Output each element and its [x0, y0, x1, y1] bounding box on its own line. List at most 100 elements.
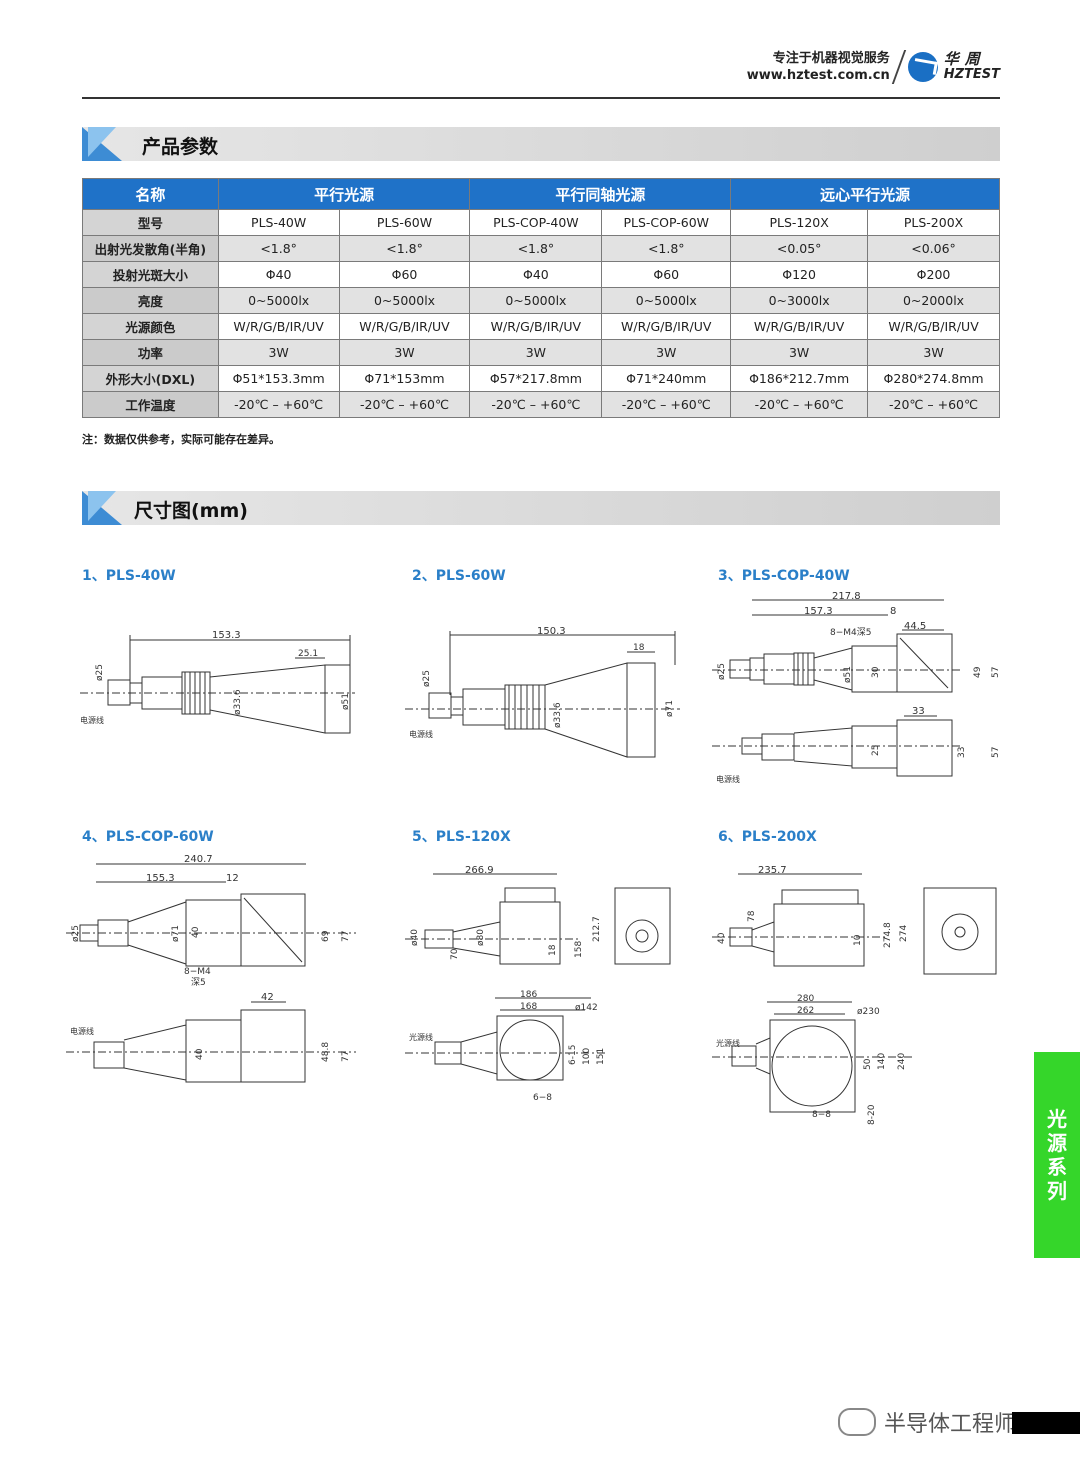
- table-cell: W/R/G/B/IR/UV: [217, 313, 340, 340]
- dim-label: 77: [341, 1051, 351, 1062]
- table-cell: Φ186*212.7mm: [730, 365, 869, 392]
- row-label: 投射光斑大小: [82, 261, 219, 288]
- drawing-title-1: 1、PLS-40W: [82, 568, 176, 584]
- table-cell: W/R/G/B/IR/UV: [338, 313, 471, 340]
- dim-label: ø71: [665, 700, 675, 717]
- header-url[interactable]: www.hztest.com.cn: [746, 68, 890, 83]
- drawing-pls-cop-40w: 217.8 157.3 8 44.5 8−M4深5 ø25 ø51 30 49 …: [712, 588, 1007, 788]
- table-cell: -20℃ – +60℃: [469, 391, 603, 418]
- row-label: 光源颜色: [82, 313, 219, 340]
- table-cell: 3W: [867, 339, 1000, 366]
- table-cell: Φ57*217.8mm: [469, 365, 603, 392]
- dim-label: 57: [991, 747, 1001, 758]
- table-row: 工作温度 -20℃ – +60℃ -20℃ – +60℃ -20℃ – +60℃…: [82, 391, 1000, 418]
- table-header-name: 名称: [82, 178, 219, 210]
- header-slogan: 专注于机器视觉服务: [772, 51, 890, 66]
- table-header-row: 名称 平行光源 平行同轴光源 远心平行光源: [82, 178, 1000, 210]
- drawing-pls-40w: 153.3 25.1 ø25 ø33.6 ø51 电源线: [80, 625, 370, 735]
- dim-label: 157.3: [804, 606, 833, 617]
- dim-label: 49: [973, 666, 983, 678]
- dim-label: 8-20: [867, 1104, 877, 1125]
- dim-label: 40: [717, 932, 727, 944]
- drawing-pls-200x: 235.7 78 40 10 274.8 274 280 262 ø230 50…: [712, 860, 1012, 1130]
- table-cell: Φ71*240mm: [601, 365, 732, 392]
- cable-label: 电源线: [409, 729, 433, 739]
- table-cell: <1.8°: [338, 235, 471, 262]
- dim-label: 100: [582, 1048, 592, 1065]
- table-cell: 3W: [217, 339, 340, 366]
- section-title-dims: 尺寸图(mm): [134, 500, 248, 522]
- section-arrow-highlight-icon: [88, 491, 116, 521]
- cable-label: 电源线: [80, 715, 104, 725]
- dim-label: 158: [574, 941, 584, 958]
- dim-label: ø33.6: [233, 689, 243, 715]
- table-cell: <1.8°: [469, 235, 603, 262]
- dim-label: 280: [797, 994, 814, 1004]
- table-cell: 0~5000lx: [338, 287, 471, 314]
- dim-label: 6-15: [568, 1045, 578, 1065]
- table-cell: W/R/G/B/IR/UV: [867, 313, 1000, 340]
- table-row: 光源颜色 W/R/G/B/IR/UV W/R/G/B/IR/UV W/R/G/B…: [82, 313, 1000, 340]
- table-cell: <1.8°: [217, 235, 340, 262]
- drawing-pls-120x: 266.9 ø40 70 ø80 18 158 212.7 186 168 ø1…: [405, 860, 685, 1110]
- drawing-pls-cop-60w: 240.7 155.3 12 ø25 ø71 40 8−M4 深5 69 77 …: [66, 850, 366, 1095]
- dim-label: ø25: [95, 664, 105, 681]
- table-cell: W/R/G/B/IR/UV: [601, 313, 732, 340]
- dim-label: 153.3: [212, 630, 241, 641]
- table-cell: PLS-COP-40W: [469, 209, 603, 236]
- dim-label: 217.8: [832, 591, 861, 602]
- row-label: 功率: [82, 339, 219, 366]
- dim-label: 235.7: [758, 865, 787, 876]
- dim-label: 42: [261, 992, 274, 1003]
- row-label: 亮度: [82, 287, 219, 314]
- table-header-parallel: 平行光源: [217, 178, 471, 210]
- table-cell: 3W: [338, 339, 471, 366]
- company-logo: 华周 HZTEST: [907, 52, 1000, 82]
- dim-label: 266.9: [465, 865, 494, 876]
- dim-label: ø51: [341, 693, 351, 710]
- dim-label: ø51: [843, 666, 853, 683]
- dim-label: 150.3: [537, 626, 566, 637]
- table-cell: <1.8°: [601, 235, 732, 262]
- dim-label: ø25: [422, 670, 432, 687]
- table-cell: Φ120: [730, 261, 869, 288]
- wechat-icon: [838, 1408, 876, 1436]
- section-arrow-highlight-icon: [88, 127, 116, 157]
- table-cell: Φ280*274.8mm: [867, 365, 1000, 392]
- table-cell: Φ40: [217, 261, 340, 288]
- dim-label: 240.7: [184, 854, 213, 865]
- cable-label: 光源线: [716, 1038, 740, 1048]
- row-label: 外形大小(DXL): [82, 365, 219, 392]
- dim-label: 48.8: [321, 1042, 331, 1062]
- table-cell: -20℃ – +60℃: [601, 391, 732, 418]
- side-category-tab[interactable]: 光源系列: [1034, 1052, 1080, 1258]
- table-cell: -20℃ – +60℃: [338, 391, 471, 418]
- side-tab-label: 光源系列: [1047, 1107, 1067, 1203]
- logo-icon: [907, 52, 938, 82]
- dim-label: 33: [957, 747, 967, 758]
- dim-label: 25: [871, 745, 881, 756]
- table-cell: W/R/G/B/IR/UV: [469, 313, 603, 340]
- cable-label: 电源线: [716, 774, 740, 784]
- table-header-telecentric: 远心平行光源: [730, 178, 1000, 210]
- dim-label: 69: [321, 930, 331, 942]
- dim-label: 8: [890, 606, 896, 617]
- section-title-params: 产品参数: [142, 136, 219, 158]
- logo-en-text: HZTEST: [943, 67, 1000, 82]
- header-rule: [82, 97, 1000, 99]
- spec-table: 名称 平行光源 平行同轴光源 远心平行光源 型号 PLS-40W PLS-60W…: [82, 178, 1000, 418]
- cable-label: 电源线: [70, 1026, 94, 1036]
- dim-label: ø25: [717, 663, 727, 680]
- table-row: 亮度 0~5000lx 0~5000lx 0~5000lx 0~5000lx 0…: [82, 287, 1000, 314]
- table-cell: PLS-COP-60W: [601, 209, 732, 236]
- dim-label: 77: [341, 931, 351, 942]
- table-cell: Φ71*153mm: [338, 365, 471, 392]
- table-cell: 0~5000lx: [601, 287, 732, 314]
- dim-label: 12: [226, 873, 239, 884]
- table-cell: Φ40: [469, 261, 603, 288]
- dim-label: 78: [747, 910, 757, 922]
- table-cell: Φ60: [601, 261, 732, 288]
- dim-label: ø80: [476, 929, 486, 946]
- dim-label: 240: [897, 1053, 907, 1070]
- dim-label: 18: [548, 944, 558, 956]
